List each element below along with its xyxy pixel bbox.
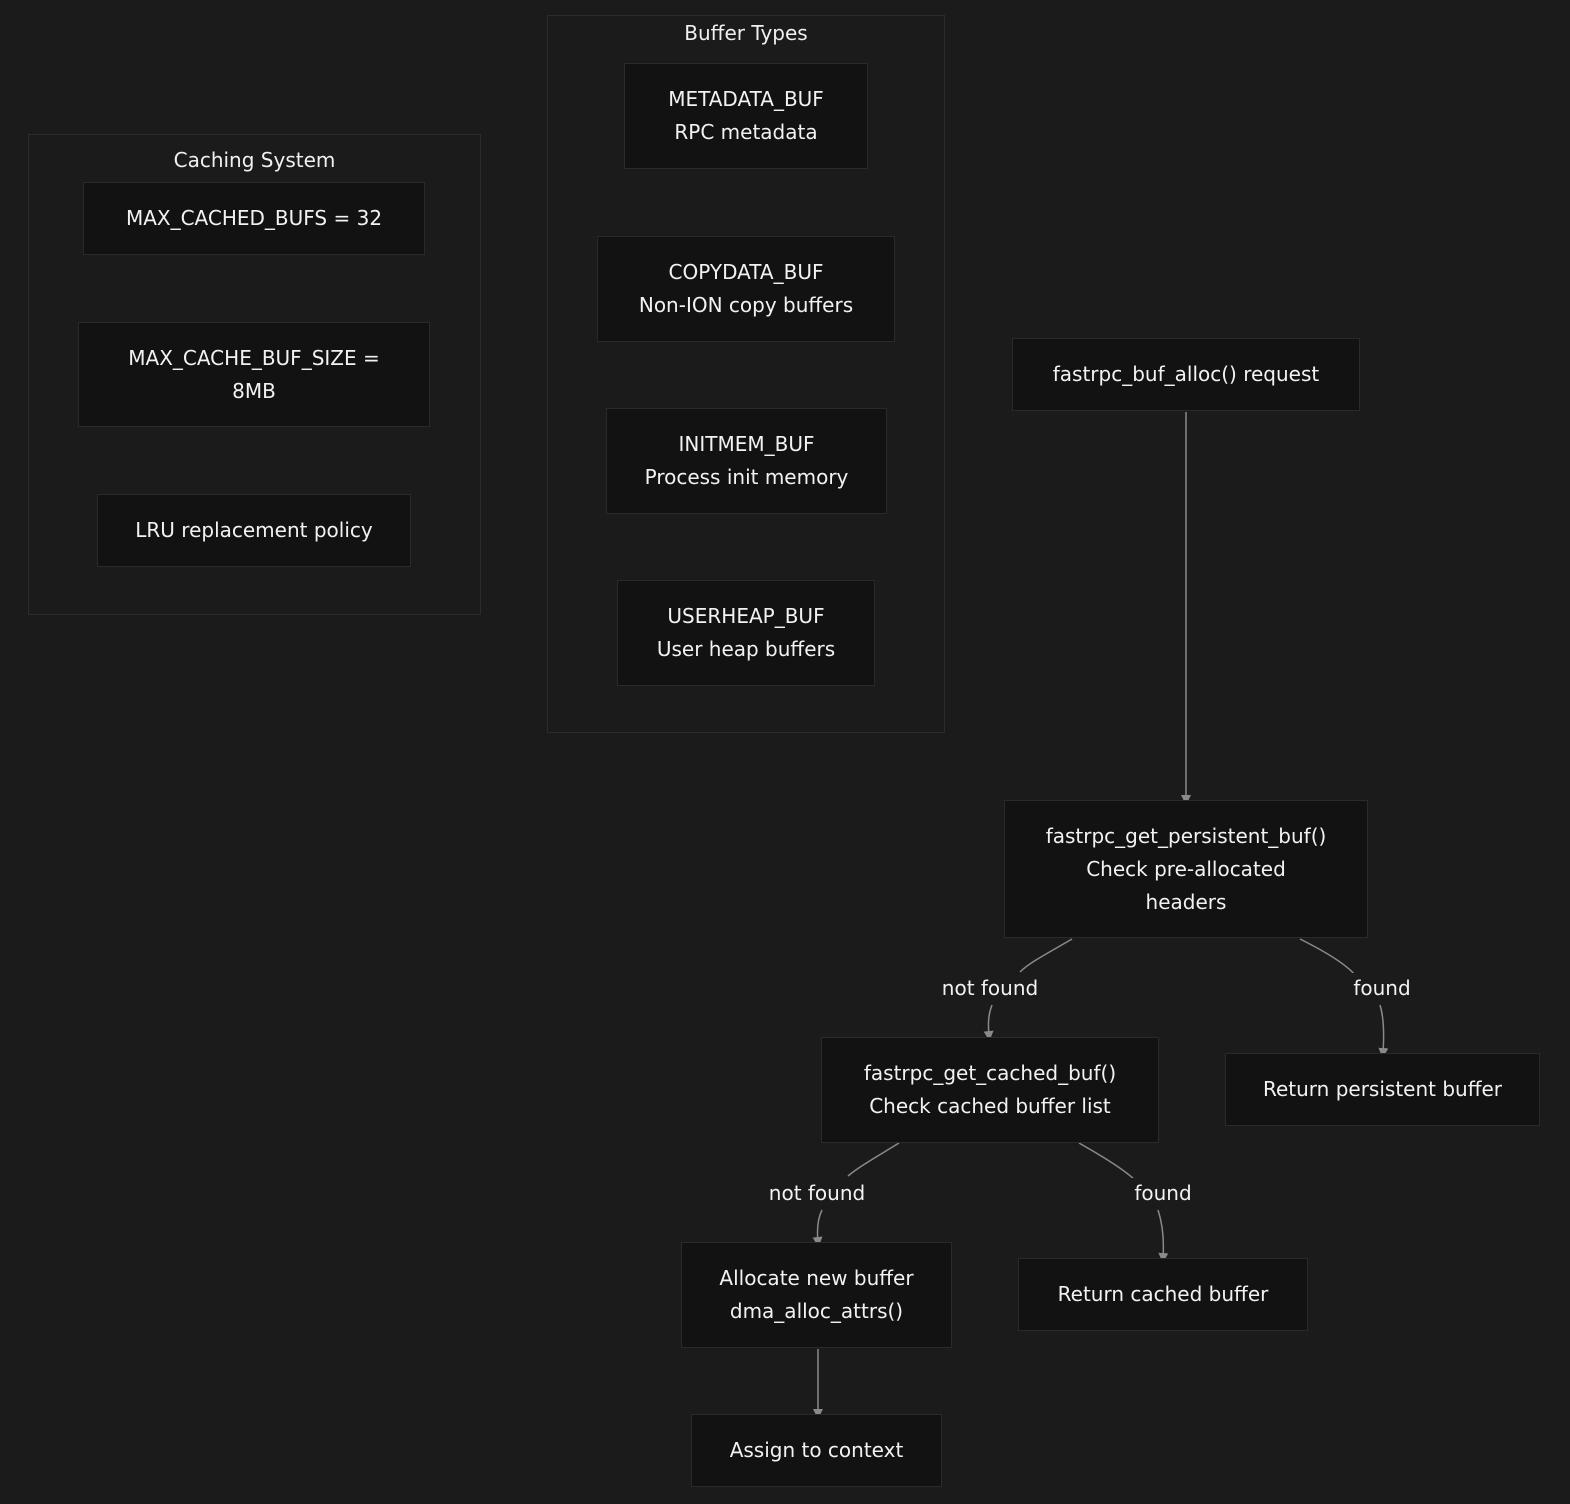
initmem-buf-name: INITMEM_BUF — [678, 432, 815, 456]
edge-label-cached-not-found: not found — [764, 1178, 870, 1208]
return-cached-buffer-node: Return cached buffer — [1018, 1258, 1308, 1331]
max-cache-buf-size-line2: 8MB — [232, 378, 276, 403]
get-persistent-buf-line2: Check pre-allocated — [1086, 856, 1286, 881]
metadata-buf-node: METADATA_BUF RPC metadata — [624, 63, 868, 169]
get-cached-buf-line2: Check cached buffer list — [869, 1094, 1111, 1118]
max-cached-bufs-text: MAX_CACHED_BUFS = 32 — [125, 206, 383, 230]
userheap-buf-name: USERHEAP_BUF — [667, 604, 825, 628]
edge-label-persistent-found: found — [1349, 973, 1415, 1003]
userheap-buf-desc: User heap buffers — [656, 637, 836, 661]
metadata-buf-name: METADATA_BUF — [668, 87, 824, 111]
alloc-request-text: fastrpc_buf_alloc() request — [1052, 362, 1320, 386]
max-cache-buf-size-line1: MAX_CACHE_BUF_SIZE = — [128, 345, 380, 370]
caching-system-title: Caching System — [173, 148, 336, 172]
allocate-new-buffer-line2: dma_alloc_attrs() — [729, 1299, 904, 1323]
return-persistent-buffer-text: Return persistent buffer — [1262, 1077, 1503, 1101]
allocate-new-buffer-line1: Allocate new buffer — [719, 1266, 914, 1290]
copydata-buf-node: COPYDATA_BUF Non-ION copy buffers — [597, 236, 895, 342]
lru-policy-text: LRU replacement policy — [135, 518, 373, 542]
edge-label-cached-found: found — [1130, 1178, 1196, 1208]
initmem-buf-desc: Process init memory — [644, 465, 849, 489]
assign-to-context-text: Assign to context — [729, 1438, 904, 1462]
edge-label-persistent-not-found: not found — [937, 973, 1043, 1003]
max-cache-buf-size-node: MAX_CACHE_BUF_SIZE = 8MB — [78, 322, 430, 427]
userheap-buf-node: USERHEAP_BUF User heap buffers — [617, 580, 875, 686]
get-persistent-buf-line1: fastrpc_get_persistent_buf() — [1045, 823, 1327, 848]
get-persistent-buf-line3: headers — [1145, 889, 1227, 914]
allocate-new-buffer-node: Allocate new buffer dma_alloc_attrs() — [681, 1242, 952, 1348]
return-cached-buffer-text: Return cached buffer — [1057, 1282, 1269, 1306]
metadata-buf-desc: RPC metadata — [674, 120, 818, 144]
buffer-types-title: Buffer Types — [684, 21, 808, 45]
get-cached-buf-line1: fastrpc_get_cached_buf() — [863, 1061, 1117, 1085]
get-persistent-buf-node: fastrpc_get_persistent_buf() Check pre-a… — [1004, 800, 1368, 938]
max-cached-bufs-node: MAX_CACHED_BUFS = 32 — [83, 182, 425, 255]
copydata-buf-name: COPYDATA_BUF — [668, 260, 824, 284]
get-cached-buf-node: fastrpc_get_cached_buf() Check cached bu… — [821, 1037, 1159, 1143]
assign-to-context-node: Assign to context — [691, 1414, 942, 1487]
initmem-buf-node: INITMEM_BUF Process init memory — [606, 408, 887, 514]
return-persistent-buffer-node: Return persistent buffer — [1225, 1053, 1540, 1126]
alloc-request-node: fastrpc_buf_alloc() request — [1012, 338, 1360, 411]
lru-policy-node: LRU replacement policy — [97, 494, 411, 567]
copydata-buf-desc: Non-ION copy buffers — [638, 293, 854, 317]
